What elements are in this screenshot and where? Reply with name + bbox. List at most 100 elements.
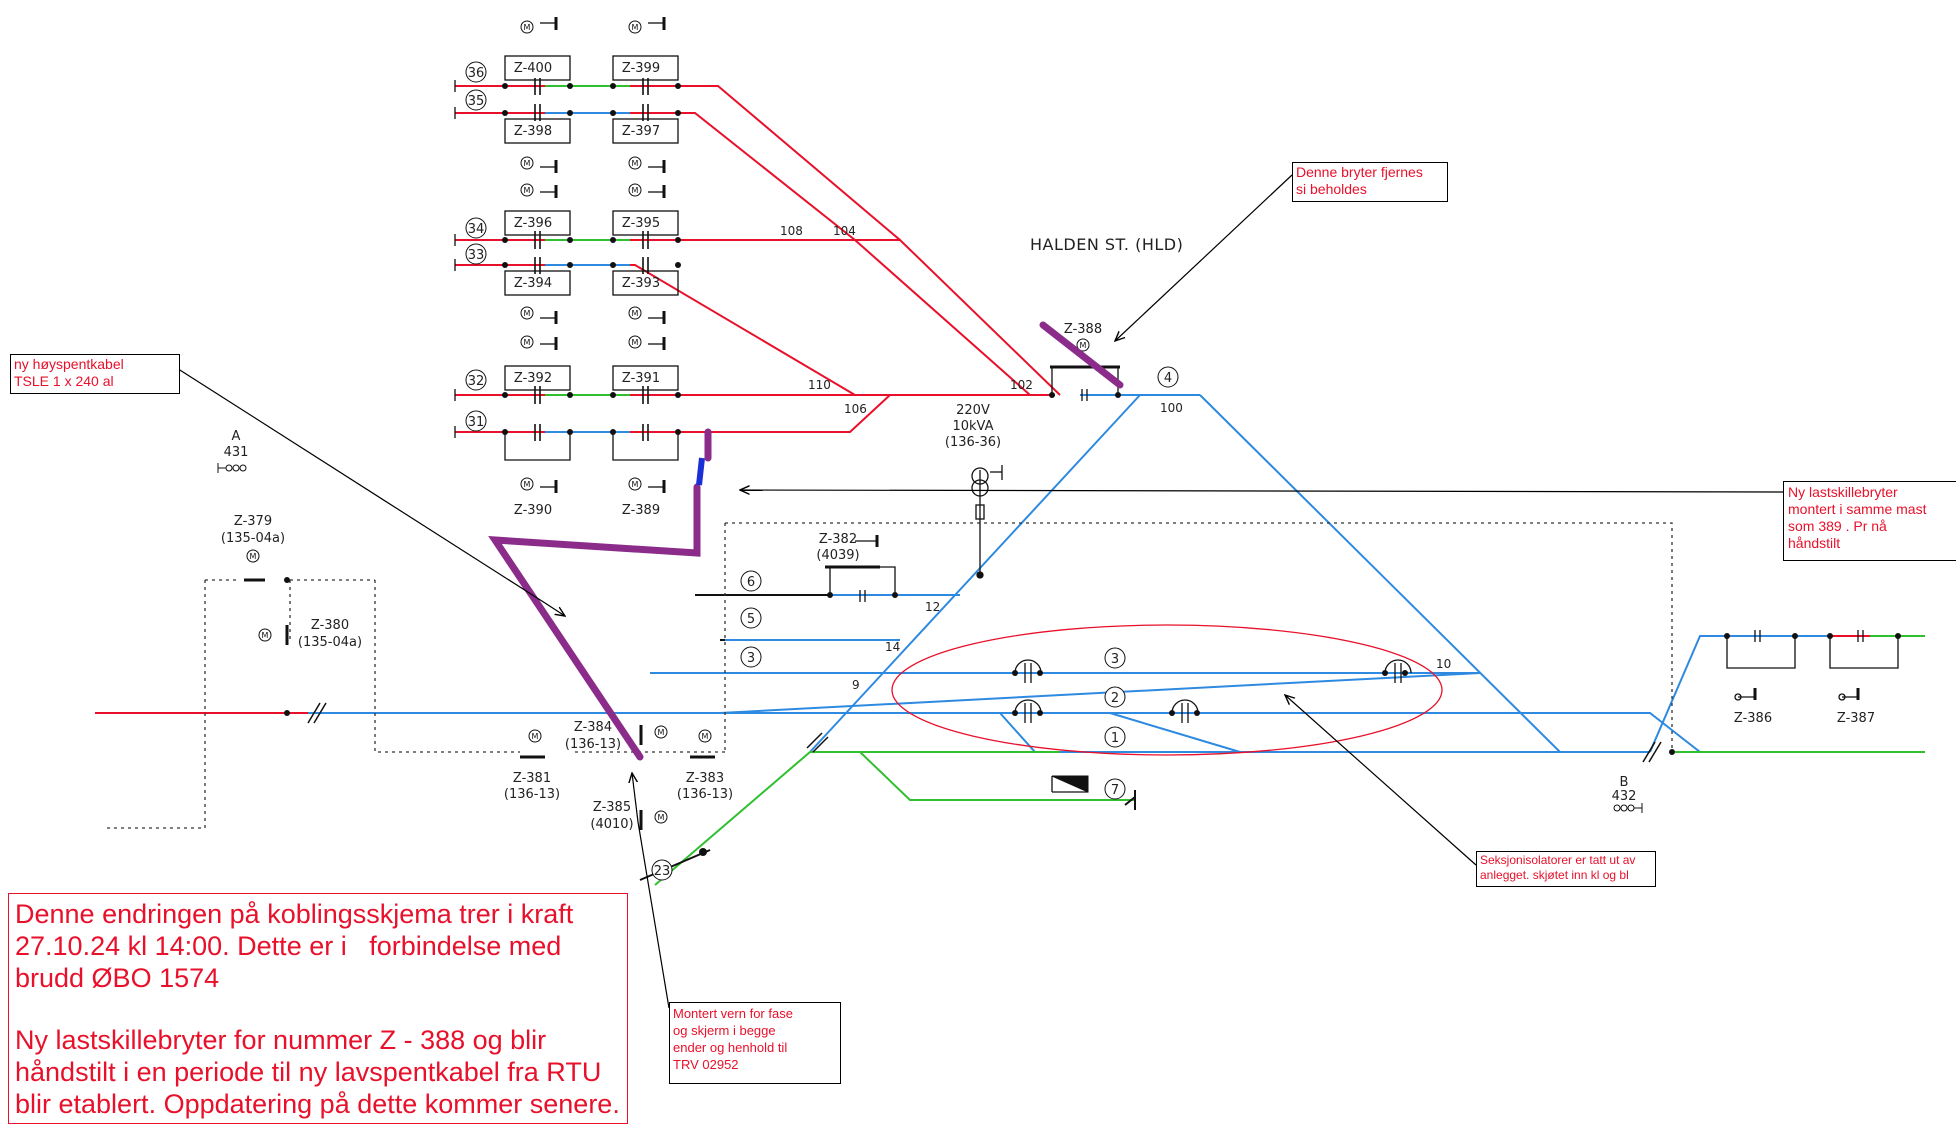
- svg-text:M: M: [532, 732, 539, 741]
- z385-sub: (4010): [590, 817, 633, 832]
- z381-label: Z-381: [513, 771, 551, 786]
- z379-sub: (135-04a): [221, 531, 285, 546]
- note-protection-text: Montert vern for fase og skjerm i begge …: [673, 1006, 793, 1072]
- point-102: 102: [1010, 378, 1033, 392]
- signal-a-letter: A: [232, 429, 241, 444]
- track-3b-label: 3: [1111, 652, 1119, 667]
- hatched-cables: [105, 522, 1673, 829]
- station-title: HALDEN ST. (HLD): [1030, 235, 1183, 254]
- transformer-id: (136-36): [945, 435, 1001, 450]
- z379-label: Z-379: [234, 514, 272, 529]
- z392-label: Z-392: [514, 371, 552, 386]
- track-35-label: 35: [468, 94, 485, 109]
- track-34-label: 34: [468, 222, 485, 237]
- callout-arrows: [171, 174, 1784, 1009]
- z387-label: Z-387: [1837, 711, 1875, 726]
- point-12: 12: [925, 600, 940, 614]
- point-10: 10: [1436, 657, 1451, 671]
- isolation-breaks: [307, 702, 1662, 763]
- svg-text:M: M: [524, 338, 531, 347]
- z384-sub: (136-13): [565, 737, 621, 752]
- z386-label: Z-386: [1734, 711, 1772, 726]
- z391-label: Z-391: [622, 371, 660, 386]
- svg-text:M: M: [524, 309, 531, 318]
- z400-label: Z-400: [514, 61, 552, 76]
- svg-text:M: M: [632, 309, 639, 318]
- note-hv-cable-text: ny høyspentkabel TSLE 1 x 240 al: [14, 356, 124, 389]
- z383-label: Z-383: [686, 771, 724, 786]
- node-dots: [284, 83, 1901, 755]
- note-load-break-switch-text: Ny lastskillebryter montert i samme mast…: [1788, 484, 1927, 551]
- svg-text:M: M: [524, 186, 531, 195]
- z388-label: Z-388: [1064, 322, 1102, 337]
- black-stubs: [639, 594, 1136, 881]
- disconnector-handles: [244, 17, 1120, 830]
- track-32-label: 32: [468, 374, 485, 389]
- track-7-label: 7: [1111, 783, 1119, 798]
- track-1-label: 1: [1111, 731, 1119, 746]
- point-110: 110: [808, 378, 831, 392]
- section-ellipse: [891, 624, 1443, 756]
- note-load-break-switch: Ny lastskillebryter montert i samme mast…: [1783, 481, 1956, 561]
- green-tracks: [654, 751, 1135, 886]
- svg-text:M: M: [632, 159, 639, 168]
- point-100: 100: [1160, 401, 1183, 415]
- svg-text:M: M: [1080, 341, 1087, 350]
- red-feeders: [95, 85, 1061, 714]
- svg-text:M: M: [524, 480, 531, 489]
- z382-switch: [825, 535, 896, 595]
- z398-label: Z-398: [514, 124, 552, 139]
- right-bus: [1675, 635, 1925, 753]
- note-section-insulators: Seksjonisolatorer er tatt ut av anlegget…: [1476, 851, 1656, 887]
- z389-label: Z-389: [622, 503, 660, 518]
- note-section-insulators-text: Seksjonisolatorer er tatt ut av anlegget…: [1480, 853, 1636, 882]
- change-notice: Denne endringen på koblingsskjema trer i…: [8, 893, 628, 1124]
- change-notice-line-1: Denne endringen på koblingsskjema trer i…: [15, 899, 581, 993]
- signal-a-number: 431: [224, 445, 249, 460]
- section-insulators: [859, 389, 1412, 723]
- z382-sub: (4039): [816, 548, 859, 563]
- svg-text:M: M: [250, 552, 257, 561]
- point-106: 106: [844, 402, 867, 416]
- svg-text:M: M: [658, 813, 665, 822]
- svg-text:M: M: [632, 338, 639, 347]
- track-5-label: 5: [747, 612, 755, 627]
- track-7-marker: [1051, 775, 1089, 793]
- change-notice-line-2: Ny lastskillebryter for nummer Z - 388 o…: [15, 1025, 620, 1119]
- note-protection: Montert vern for fase og skjerm i begge …: [669, 1002, 841, 1084]
- svg-text:M: M: [632, 480, 639, 489]
- note-hv-cable: ny høyspentkabel TSLE 1 x 240 al: [10, 354, 180, 394]
- signal-b-number: 432: [1612, 789, 1637, 804]
- track-3-label: 3: [747, 651, 755, 666]
- z397-label: Z-397: [622, 124, 660, 139]
- svg-text:M: M: [632, 23, 639, 32]
- z399-label: Z-399: [622, 61, 660, 76]
- z381-sub: (136-13): [504, 787, 560, 802]
- track-33-label: 33: [468, 248, 485, 263]
- note-switch-removed: Denne bryter fjernes si beholdes: [1292, 162, 1448, 202]
- track-36-label: 36: [468, 66, 485, 81]
- svg-text:M: M: [632, 186, 639, 195]
- signal-b-letter: B: [1620, 775, 1629, 790]
- svg-text:M: M: [702, 732, 709, 741]
- svg-text:M: M: [658, 728, 665, 737]
- point-108: 108: [780, 224, 803, 238]
- svg-text:M: M: [262, 631, 269, 640]
- track-circles: [465, 61, 1179, 881]
- point-104: 104: [833, 224, 856, 238]
- motor-icon-group: [246, 20, 1090, 824]
- transformer-power: 10kVA: [952, 419, 993, 434]
- track-2-label: 2: [1111, 691, 1119, 706]
- z383-sub: (136-13): [677, 787, 733, 802]
- signal-symbols: [217, 463, 1643, 813]
- z382-label: Z-382: [819, 532, 857, 547]
- point-14: 14: [885, 640, 900, 654]
- track-6-label: 6: [747, 575, 755, 590]
- transformer-voltage: 220V: [956, 403, 990, 418]
- svg-text:M: M: [524, 159, 531, 168]
- z390-label: Z-390: [514, 503, 552, 518]
- z396-label: Z-396: [514, 216, 552, 231]
- track-4-label: 4: [1164, 371, 1172, 386]
